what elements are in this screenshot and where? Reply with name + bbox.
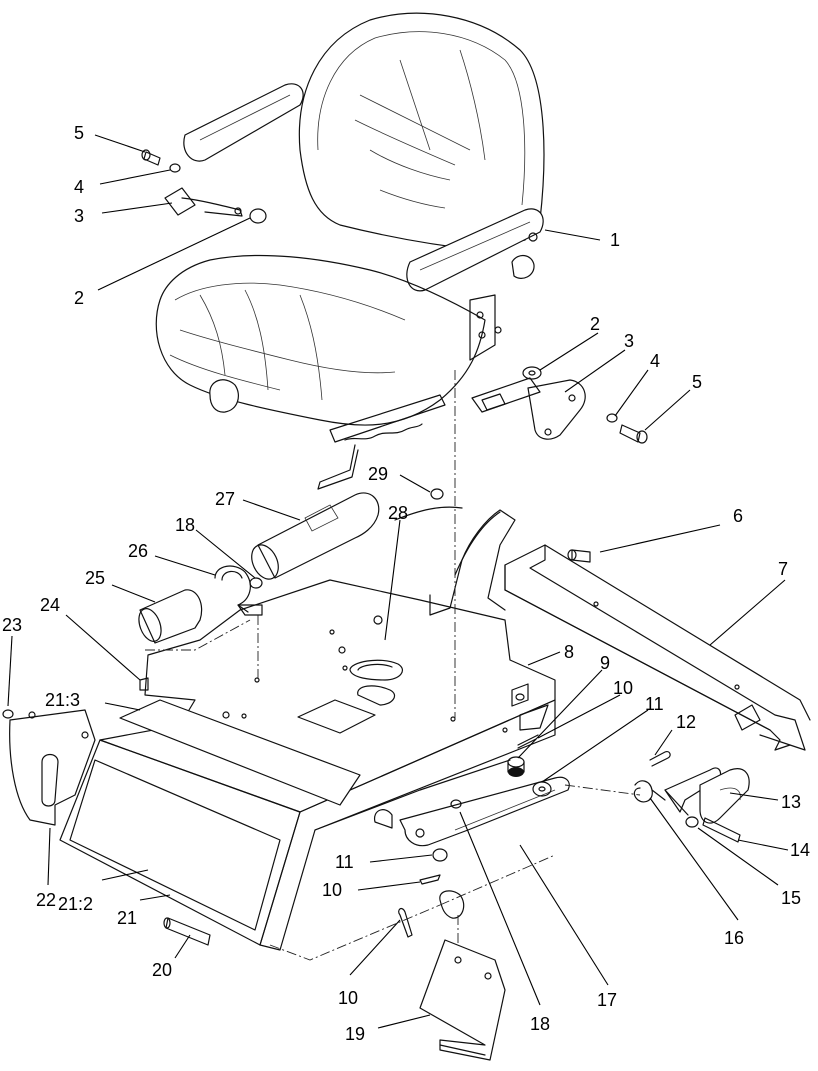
spacer-9 xyxy=(507,756,525,777)
washer-15 xyxy=(685,816,699,828)
callout-7: 7 xyxy=(778,559,788,579)
callout-29: 29 xyxy=(368,464,388,484)
washer-right xyxy=(522,366,542,380)
callout-labels: 1 2 2 3 3 4 4 5 5 6 7 8 9 10 10 10 11 11… xyxy=(2,123,810,1044)
callout-3-right: 3 xyxy=(624,331,634,351)
bolt-23 xyxy=(2,709,14,719)
bolt-24 xyxy=(139,677,149,691)
callout-27: 27 xyxy=(215,489,235,509)
seat-mounting-plate xyxy=(59,506,556,951)
callout-23: 23 xyxy=(2,615,22,635)
callout-20: 20 xyxy=(152,960,172,980)
lock-washer-right xyxy=(606,413,618,423)
spring-16 xyxy=(633,780,666,803)
seat-assembly xyxy=(155,12,545,490)
callout-10-middle: 10 xyxy=(322,880,342,900)
cotter-pin-10-middle xyxy=(419,874,441,885)
cap xyxy=(138,589,203,644)
cotter-pin-12 xyxy=(649,751,671,767)
bolt-left xyxy=(141,149,161,166)
callout-2-right: 2 xyxy=(590,314,600,334)
handle-assembly xyxy=(664,767,750,824)
callout-9: 9 xyxy=(600,653,610,673)
washer-11-lower xyxy=(432,848,448,862)
callout-25: 25 xyxy=(85,568,105,588)
mounting-bracket xyxy=(504,544,811,751)
callout-17: 17 xyxy=(597,990,617,1010)
cover-plate xyxy=(419,939,506,1061)
callout-11-lower: 11 xyxy=(335,852,354,872)
seat-belt-right xyxy=(471,377,586,440)
callout-4-right: 4 xyxy=(650,351,660,371)
washer-left xyxy=(249,208,267,224)
callout-1: 1 xyxy=(610,230,620,250)
pivot-bushing xyxy=(439,890,465,919)
clamp-bracket xyxy=(214,565,263,616)
nut-18-lower xyxy=(450,799,462,809)
cotter-pin-10-lower xyxy=(398,907,413,938)
callout-19: 19 xyxy=(345,1024,365,1044)
callout-10-upper: 10 xyxy=(613,678,633,698)
callout-5-right: 5 xyxy=(692,372,702,392)
callout-15: 15 xyxy=(781,888,801,908)
callout-16: 16 xyxy=(724,928,744,948)
canister xyxy=(251,492,380,580)
callout-3-left: 3 xyxy=(74,206,84,226)
callout-14: 14 xyxy=(790,840,810,860)
callout-12: 12 xyxy=(676,712,696,732)
pin-6 xyxy=(567,549,591,563)
callout-22: 22 xyxy=(36,890,56,910)
bar xyxy=(163,917,211,946)
callout-18-upper: 18 xyxy=(175,515,195,535)
callout-11-right: 11 xyxy=(645,694,664,714)
callout-18-lower: 18 xyxy=(530,1014,550,1034)
bolt-right xyxy=(619,424,648,444)
leader-lines xyxy=(7,134,789,1029)
nut-18-upper xyxy=(249,577,263,589)
callout-13: 13 xyxy=(781,792,801,812)
callout-10-lower: 10 xyxy=(338,988,358,1008)
callout-6: 6 xyxy=(733,506,743,526)
seat-belt-left xyxy=(164,187,243,217)
callout-8: 8 xyxy=(564,642,574,662)
lock-washer-left xyxy=(169,163,181,173)
callout-21-3: 21:3 xyxy=(45,690,80,710)
pin-14 xyxy=(702,817,741,843)
assembly-lines xyxy=(145,370,641,961)
callout-21-2: 21:2 xyxy=(58,894,93,914)
callout-28: 28 xyxy=(388,503,408,523)
nut-29 xyxy=(430,488,444,500)
callout-4-left: 4 xyxy=(74,177,84,197)
callout-21: 21 xyxy=(117,908,137,928)
callout-26: 26 xyxy=(128,541,148,561)
callout-2-left: 2 xyxy=(74,288,84,308)
side-bracket-left xyxy=(9,709,96,826)
callout-24: 24 xyxy=(40,595,60,615)
cotter-pin-10-upper xyxy=(517,734,539,749)
callout-5-left: 5 xyxy=(74,123,84,143)
